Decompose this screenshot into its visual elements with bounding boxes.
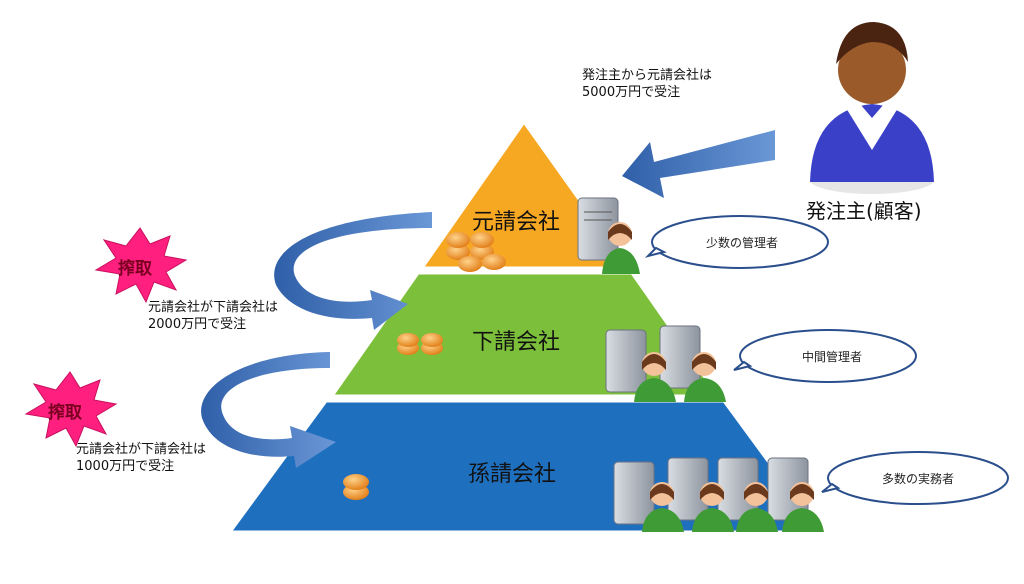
staff-group-top: [577, 197, 640, 274]
staff-group-middle: [605, 325, 726, 402]
client-order-note-line1: 発注主から元請会社は: [582, 68, 713, 83]
tier-top-shape: [419, 119, 631, 270]
arrow-note-middle-line2: 2000万円で受注: [148, 316, 247, 332]
bubble-bottom: [821, 451, 1009, 505]
arrow-note-bottom-line1: 元請会社が下請会社は: [76, 442, 207, 457]
bubble-bottom-text: 多数の実務者: [881, 472, 954, 486]
tier-bottom-label: 孫請会社: [468, 462, 557, 487]
tier-middle-label: 下請会社: [472, 330, 561, 355]
arrow-note-middle-line1: 元請会社が下請会社は: [148, 300, 279, 315]
client-person-icon: [810, 22, 934, 194]
staff-group-bottom: [613, 457, 824, 532]
bubble-top-text: 少数の管理者: [705, 236, 778, 250]
coins-top: [446, 232, 506, 272]
bubble-top: [644, 215, 829, 269]
tier-top-label: 元請会社: [472, 210, 561, 235]
bubble-middle: [733, 329, 917, 383]
exploitation-label-top: 搾取: [118, 259, 152, 279]
client-label: 発注主(顧客): [806, 199, 922, 223]
bubble-middle-text: 中間管理者: [801, 350, 862, 364]
client-order-note-line2: 5000万円で受注: [582, 84, 681, 100]
arrow-note-bottom: 元請会社が下請会社は 1000万円で受注: [76, 442, 206, 476]
coins-middle: [397, 333, 443, 355]
arrow-note-middle: 元請会社が下請会社は 2000万円で受注: [148, 300, 278, 334]
client-order-note: 発注主から元請会社は 5000万円で受注: [582, 68, 712, 102]
coins-bottom: [343, 474, 369, 500]
star-burst-top: [94, 227, 188, 304]
curve-arrow-middle-to-bottom: [201, 352, 336, 468]
arrow-note-bottom-line2: 1000万円で受注: [76, 458, 175, 474]
exploitation-label-bottom: 搾取: [48, 403, 82, 423]
star-burst-bottom: [24, 371, 118, 448]
client-arrow: [622, 130, 775, 198]
curve-arrow-top-to-middle: [274, 212, 432, 330]
